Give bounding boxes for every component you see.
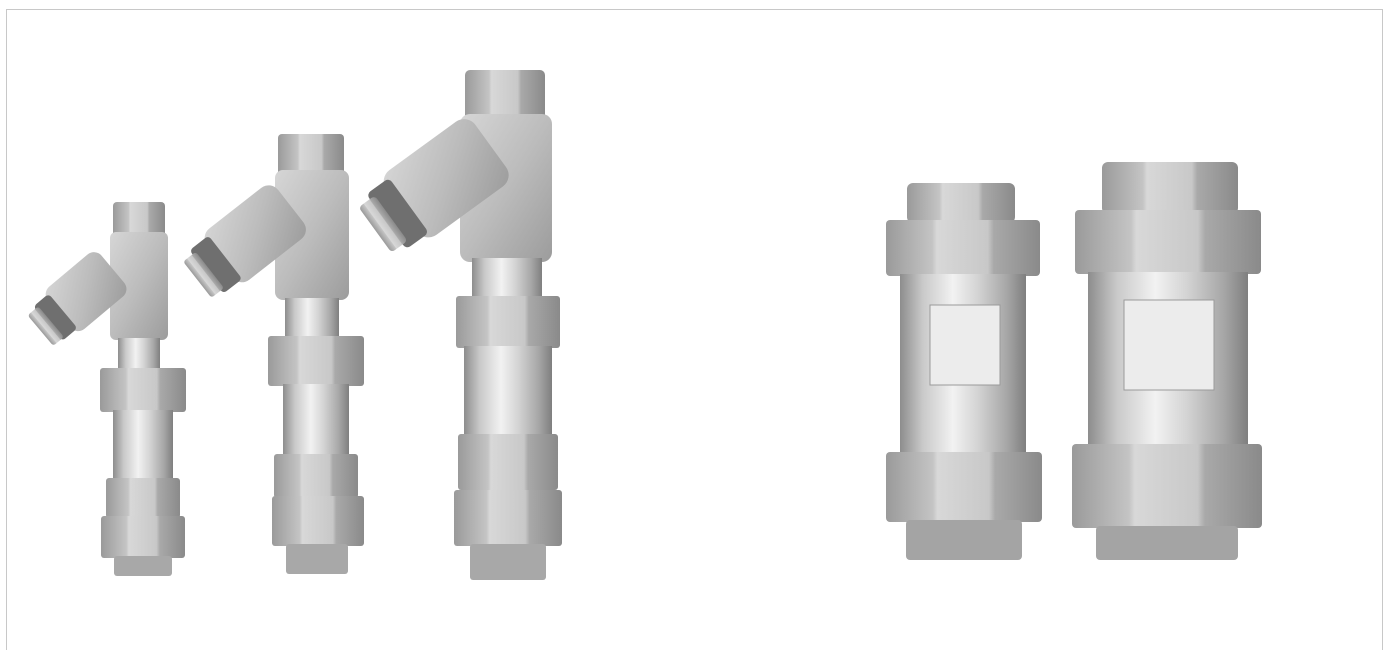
check-valve-right (1072, 162, 1262, 560)
y-strainer-large (360, 70, 562, 580)
y-strainer-small (28, 202, 186, 576)
y-strainer-medium (184, 134, 364, 574)
photo-frame (6, 9, 1383, 650)
check-valve-left (886, 183, 1042, 560)
